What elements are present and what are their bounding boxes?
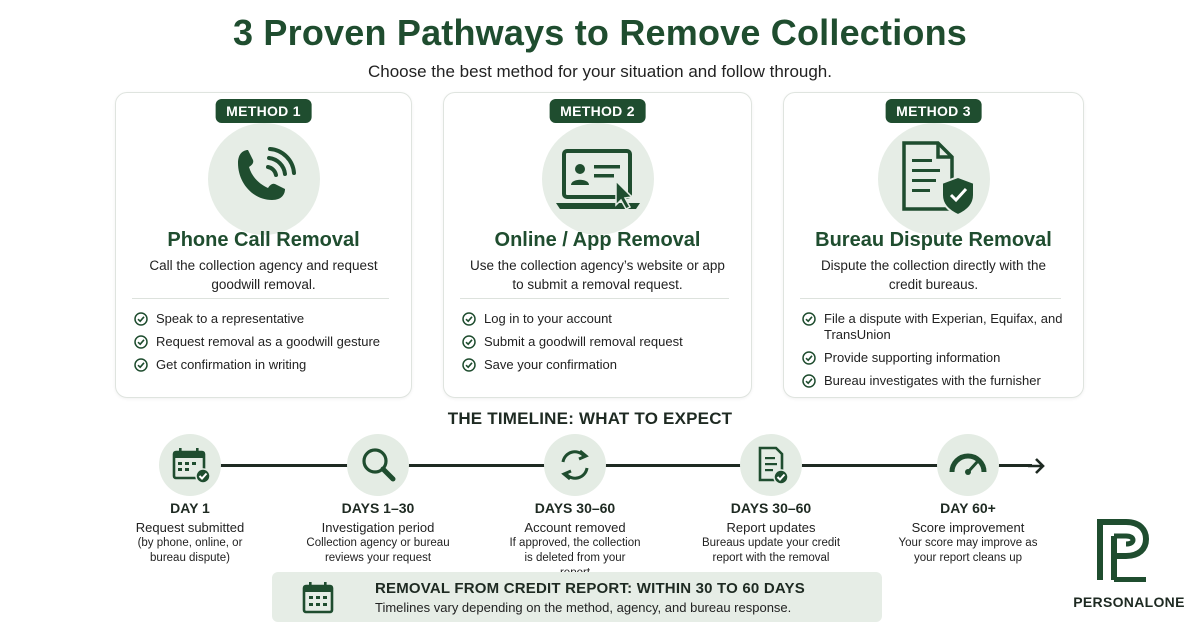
- timeline-heading: THE TIMELINE: WHAT TO EXPECT: [447, 409, 733, 428]
- check-icon: [134, 358, 148, 372]
- check-icon: [462, 312, 476, 326]
- timeline-day: DAYS 30–60: [534, 500, 616, 516]
- timeline-label: Request submitted: [135, 520, 245, 535]
- list-item: Provide supporting information: [802, 350, 1073, 366]
- divider: [132, 298, 389, 299]
- check-icon: [802, 312, 816, 326]
- list-item: Save your confirmation: [462, 357, 741, 373]
- gauge-icon: [937, 434, 999, 496]
- timeline-step: DAYS 30–60 Report updates Bureaus update…: [686, 434, 856, 566]
- divider: [800, 298, 1061, 299]
- list-item: Log in to your account: [462, 311, 741, 327]
- list-item: Get confirmation in writing: [134, 357, 401, 373]
- report-check-icon: [740, 434, 802, 496]
- timeline-day: DAYS 1–30: [341, 500, 415, 516]
- timeline-label: Report updates: [726, 520, 816, 535]
- phone-icon: [207, 123, 320, 235]
- timeline-description: Your score may improve as your report cl…: [898, 537, 1038, 564]
- document-shield-icon: [877, 123, 990, 235]
- timeline-label: Investigation period: [321, 520, 435, 535]
- timeline-step: DAY 60+ Score improvement Your score may…: [883, 434, 1053, 566]
- method-title: Online / App Removal: [494, 229, 701, 251]
- check-icon: [134, 312, 148, 326]
- check-icon: [802, 351, 816, 365]
- calendar-check-icon: [159, 434, 221, 496]
- timeline-step: DAYS 1–30 Investigation period Collectio…: [293, 434, 463, 566]
- list-item: Speak to a representative: [134, 311, 401, 327]
- timeline-day: DAY 1: [170, 500, 210, 516]
- method-title: Bureau Dispute Removal: [815, 229, 1052, 251]
- method-description: Dispute the collection directly with the…: [820, 258, 1047, 292]
- method-badge: METHOD 3: [885, 99, 982, 123]
- check-icon: [462, 335, 476, 349]
- timeline-description: Bureaus update your credit report with t…: [701, 537, 841, 564]
- summary-banner: REMOVAL FROM CREDIT REPORT: WITHIN 30 TO…: [272, 572, 882, 622]
- timeline-description: Collection agency or bureau reviews your…: [306, 537, 450, 564]
- banner-note: Timelines vary depending on the method, …: [375, 600, 792, 615]
- banner-title: REMOVAL FROM CREDIT REPORT: WITHIN 30 TO…: [375, 580, 805, 597]
- calendar-icon: [302, 582, 334, 614]
- page-subtitle: Choose the best method for your situatio…: [367, 62, 832, 81]
- timeline-description: (by phone, online, or bureau dispute): [137, 537, 243, 564]
- magnifier-icon: [347, 434, 409, 496]
- method-description: Call the collection agency and request g…: [149, 258, 378, 292]
- timeline-label: Account removed: [524, 520, 626, 535]
- divider: [460, 298, 729, 299]
- personalone-logo: [1097, 519, 1150, 582]
- method-card-bureau: METHOD 3 Bureau Dispute Removal Dispute …: [783, 92, 1084, 398]
- refresh-icon: [544, 434, 606, 496]
- check-icon: [462, 358, 476, 372]
- method-steps: Log in to your account Submit a goodwill…: [462, 311, 741, 380]
- method-badge: METHOD 1: [215, 99, 312, 123]
- list-item: File a dispute with Experian, Equifax, a…: [802, 311, 1073, 343]
- method-card-online: METHOD 2 Online / App Removal Use the co…: [443, 92, 752, 398]
- method-card-phone: METHOD 1 Phone Call Removal Call the col…: [115, 92, 412, 398]
- timeline-step: DAY 1 Request submitted (by phone, onlin…: [105, 434, 275, 566]
- method-description: Use the collection agency’s website or a…: [470, 258, 725, 292]
- laptop-icon: [541, 123, 654, 235]
- brand-name: PERSONALONE: [1073, 594, 1185, 610]
- check-icon: [802, 374, 816, 388]
- check-icon: [134, 335, 148, 349]
- method-title: Phone Call Removal: [167, 229, 360, 251]
- timeline-day: DAYS 30–60: [730, 500, 812, 516]
- list-item: Request removal as a goodwill gesture: [134, 334, 401, 350]
- method-badge: METHOD 2: [549, 99, 646, 123]
- timeline-line: [218, 464, 1032, 467]
- page-title: 3 Proven Pathways to Remove Collections: [232, 12, 968, 53]
- method-steps: File a dispute with Experian, Equifax, a…: [802, 311, 1073, 396]
- timeline-day: DAY 60+: [940, 500, 996, 516]
- timeline-step: DAYS 30–60 Account removed If approved, …: [490, 434, 660, 581]
- list-item: Bureau investigates with the furnisher: [802, 373, 1073, 389]
- arrow-right-icon: [1028, 458, 1045, 474]
- method-steps: Speak to a representative Request remova…: [134, 311, 401, 380]
- list-item: Submit a goodwill removal request: [462, 334, 741, 350]
- timeline-label: Score improvement: [911, 520, 1025, 535]
